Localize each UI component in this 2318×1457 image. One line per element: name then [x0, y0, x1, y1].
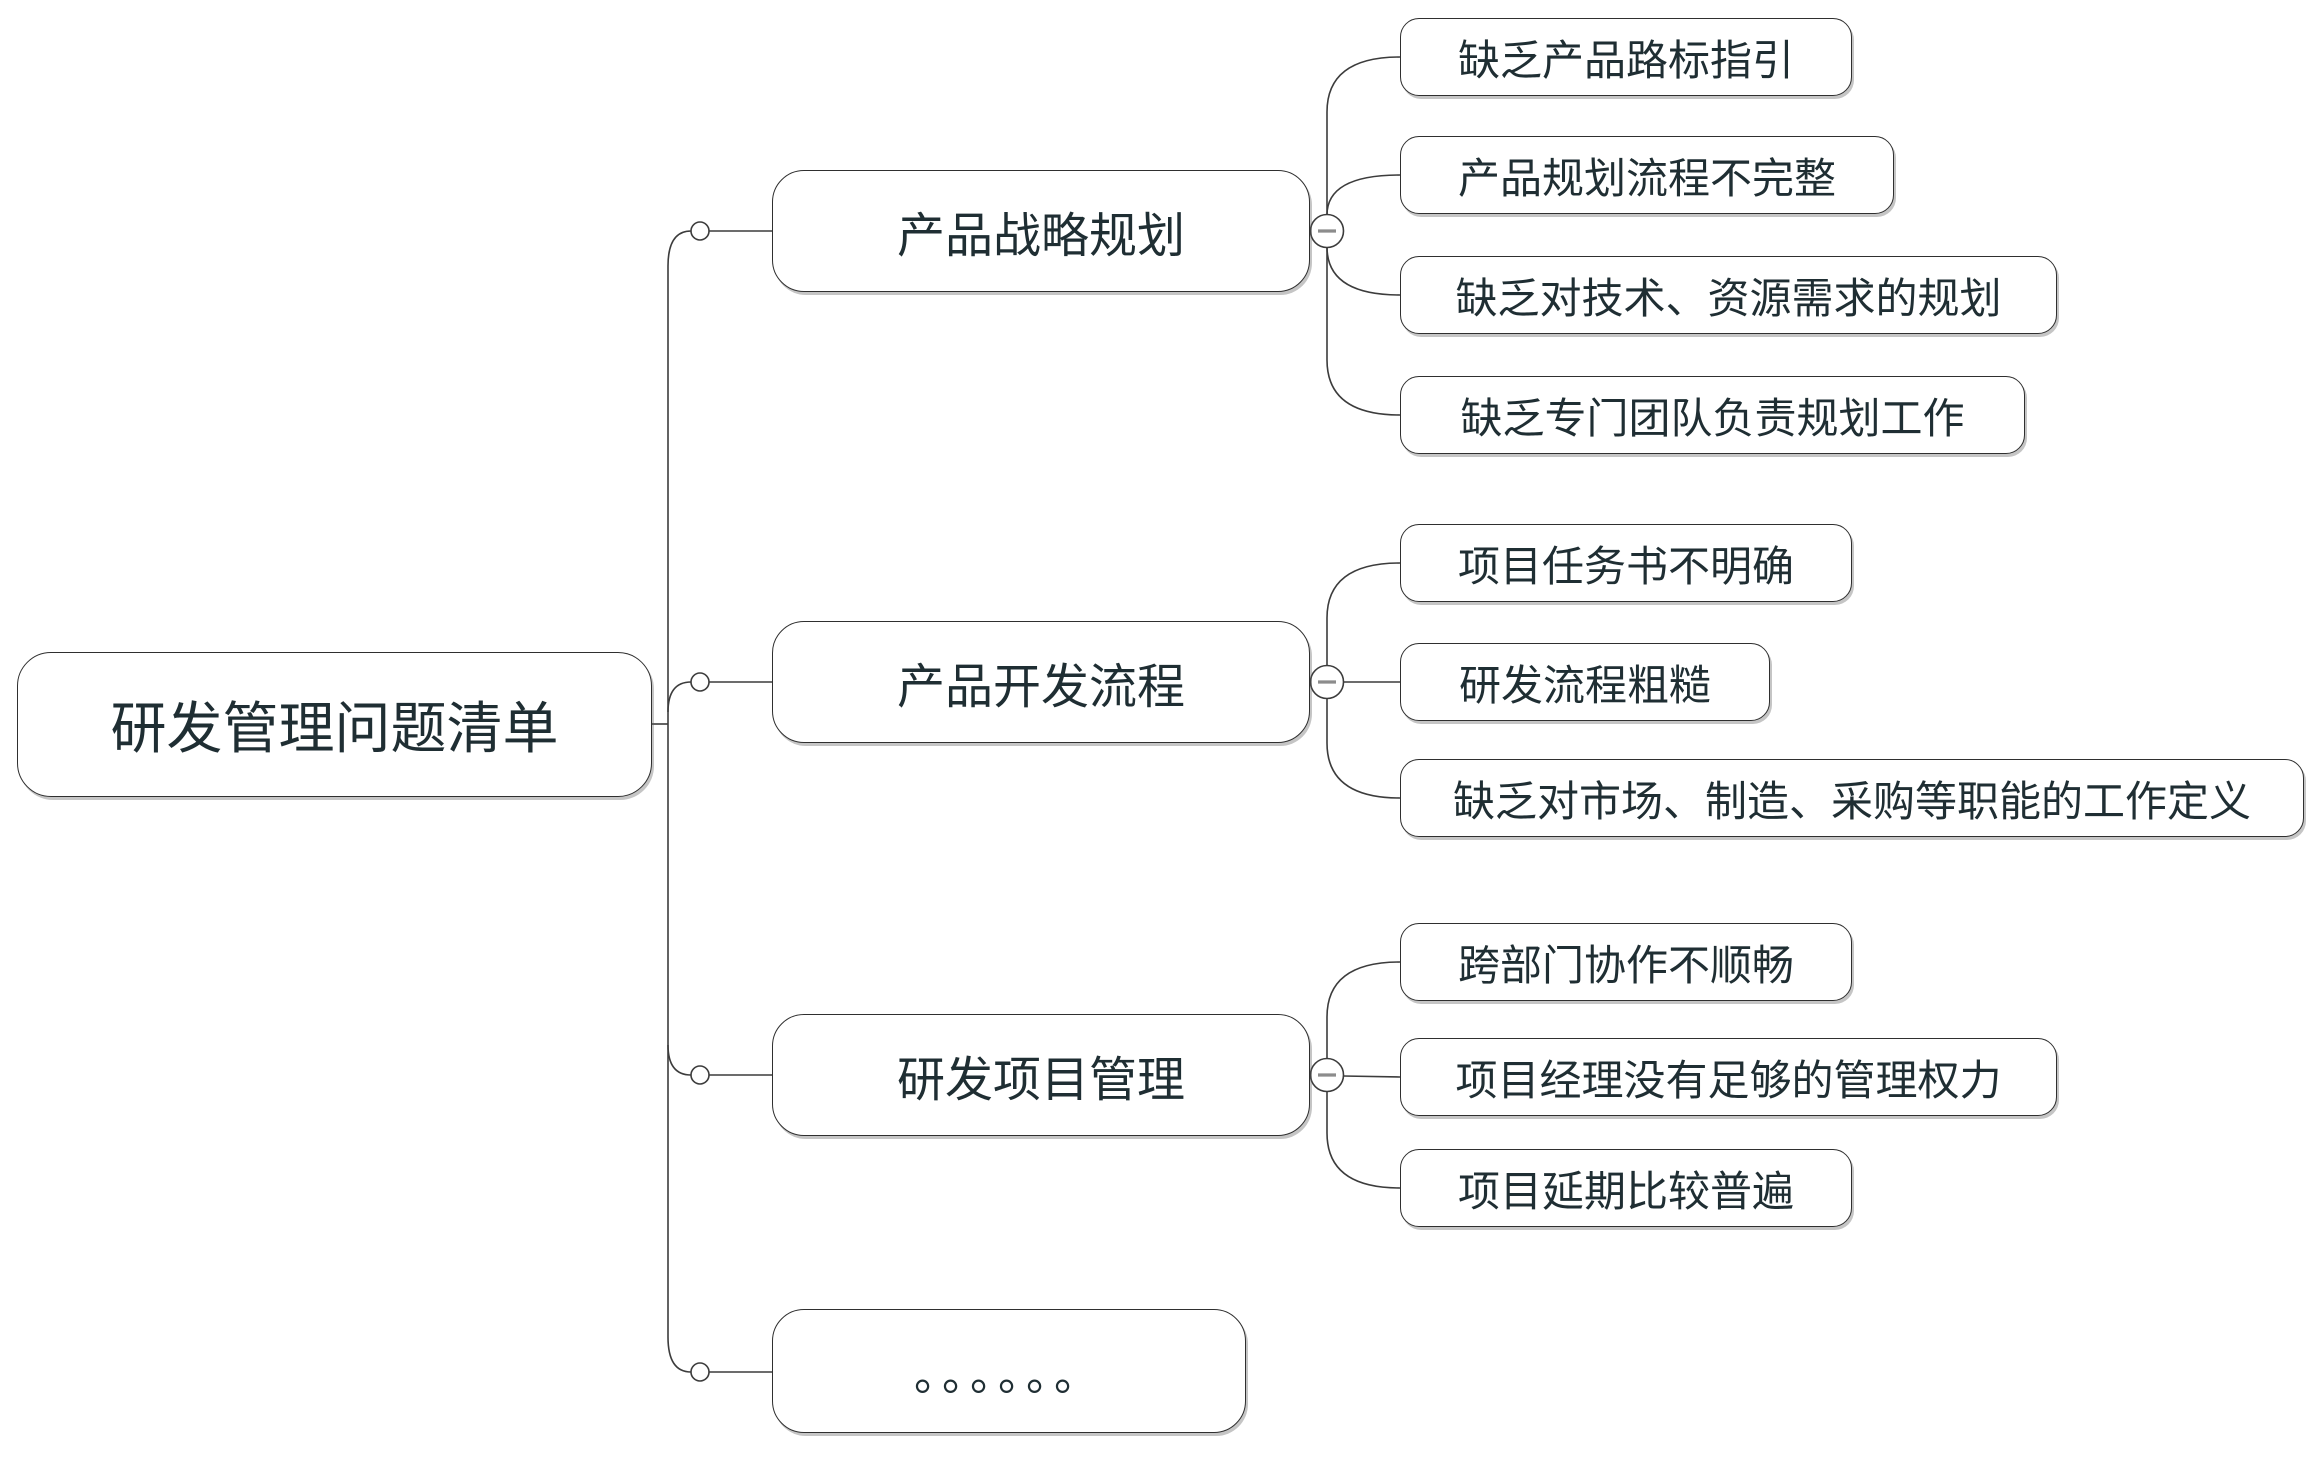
- child-link-line: [1326, 247, 1401, 416]
- branch-node-label: 。。。。。。: [914, 1351, 1104, 1400]
- child-node[interactable]: 缺乏产品路标指引: [1400, 18, 1852, 96]
- child-link-line: [1326, 562, 1401, 666]
- child-node[interactable]: 项目任务书不明确: [1400, 524, 1852, 602]
- child-node[interactable]: 缺乏专门团队负责规划工作: [1400, 376, 2025, 454]
- branch-node-product-strategy-planning[interactable]: 产品战略规划: [772, 170, 1310, 292]
- branch-node-product-development-process[interactable]: 产品开发流程: [772, 621, 1310, 743]
- child-link-line: [1326, 246, 1401, 296]
- junction-dot-icon: [690, 672, 710, 692]
- branch-elbow: [667, 1336, 692, 1373]
- child-node-label: 项目延期比较普遍: [1457, 1167, 1794, 1215]
- junction-dot-icon: [690, 221, 710, 241]
- child-link-line: [1326, 698, 1401, 799]
- branch-node-label: 产品战略规划: [896, 210, 1185, 263]
- root-node[interactable]: 研发管理问题清单: [17, 652, 652, 797]
- collapse-button[interactable]: [1309, 213, 1345, 249]
- child-node[interactable]: 项目延期比较普遍: [1400, 1149, 1852, 1227]
- branch-node-rd-project-management[interactable]: 研发项目管理: [772, 1014, 1310, 1136]
- child-node[interactable]: 缺乏对市场、制造、采购等职能的工作定义: [1400, 759, 2304, 837]
- child-link-line: [1342, 1075, 1401, 1078]
- child-link-line: [1326, 56, 1401, 215]
- collapse-button[interactable]: [1309, 664, 1345, 700]
- collapse-button[interactable]: [1309, 1057, 1345, 1093]
- root-node-label: 研发管理问题清单: [110, 697, 559, 760]
- child-node[interactable]: 跨部门协作不顺畅: [1400, 923, 1852, 1001]
- branch-elbow: [667, 1044, 692, 1076]
- child-node[interactable]: 项目经理没有足够的管理权力: [1400, 1038, 2057, 1116]
- child-node-label: 项目任务书不明确: [1457, 542, 1794, 590]
- branch-elbow: [667, 230, 692, 267]
- branch-elbow: [667, 681, 692, 713]
- junction-dot-icon: [690, 1065, 710, 1085]
- child-node-label: 缺乏专门团队负责规划工作: [1460, 394, 1965, 442]
- child-node[interactable]: 研发流程粗糙: [1400, 643, 1770, 721]
- child-connectors: [1326, 56, 1401, 1189]
- child-node-label: 缺乏对市场、制造、采购等职能的工作定义: [1452, 777, 2251, 825]
- trunk-connectors: [652, 230, 772, 1373]
- branch-node-ellipsis[interactable]: 。。。。。。: [772, 1309, 1246, 1433]
- child-node-label: 跨部门协作不顺畅: [1457, 941, 1794, 989]
- child-node-label: 项目经理没有足够的管理权力: [1455, 1056, 2002, 1104]
- child-node-label: 产品规划流程不完整: [1457, 154, 1836, 202]
- child-node[interactable]: 产品规划流程不完整: [1400, 136, 1894, 214]
- junction-dots: [690, 221, 710, 1382]
- child-node-label: 研发流程粗糙: [1458, 661, 1711, 709]
- child-link-line: [1326, 961, 1401, 1059]
- child-node[interactable]: 缺乏对技术、资源需求的规划: [1400, 256, 2057, 334]
- child-node-label: 缺乏产品路标指引: [1457, 36, 1794, 84]
- child-link-line: [1326, 174, 1401, 216]
- child-node-label: 缺乏对技术、资源需求的规划: [1455, 274, 2002, 322]
- junction-dot-icon: [690, 1362, 710, 1382]
- child-link-line: [1326, 1091, 1401, 1189]
- branch-node-label: 研发项目管理: [896, 1054, 1185, 1107]
- branch-node-label: 产品开发流程: [896, 661, 1185, 714]
